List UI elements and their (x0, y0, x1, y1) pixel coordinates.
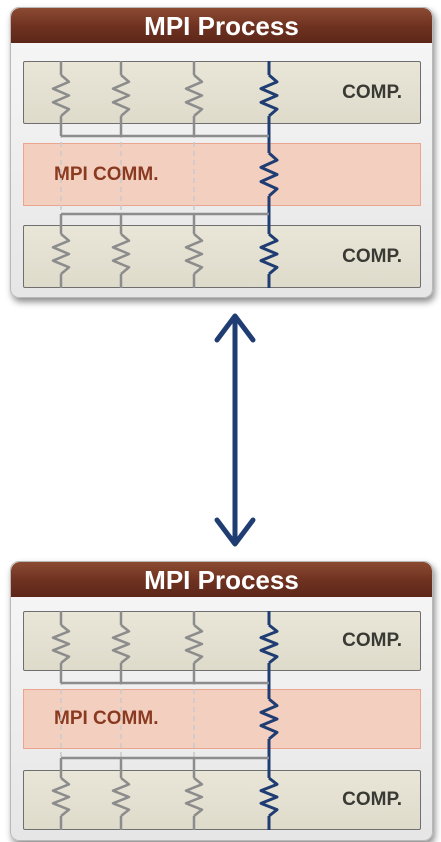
arrow-head-down (214, 517, 256, 547)
process-header: MPI Process (11, 562, 432, 597)
process-title: MPI Process (144, 565, 299, 595)
mpi-process-top: MPI Process COMP. MPI COMM. COMP. (10, 7, 433, 298)
comp-phase-top: COMP. (23, 61, 421, 124)
mpi-process-bottom: MPI Process COMP. MPI COMM. COMP. (10, 561, 433, 841)
communication-arrow-icon (214, 313, 256, 547)
comp-label: COMP. (342, 789, 402, 810)
process-title: MPI Process (144, 11, 299, 41)
mpi-comm-label: MPI COMM. (54, 163, 159, 185)
mpi-comm-phase: MPI COMM. (23, 689, 421, 749)
arrow-head-up (214, 313, 256, 343)
process-header: MPI Process (11, 8, 432, 43)
comp-label: COMP. (342, 630, 402, 651)
mpi-comm-label: MPI COMM. (54, 708, 159, 729)
mpi-comm-phase: MPI COMM. (23, 143, 421, 206)
comp-label: COMP. (342, 81, 402, 103)
comp-phase-top: COMP. (23, 611, 421, 671)
comp-label: COMP. (342, 245, 402, 267)
comp-phase-bottom: COMP. (23, 225, 421, 288)
comp-phase-bottom: COMP. (23, 770, 421, 830)
